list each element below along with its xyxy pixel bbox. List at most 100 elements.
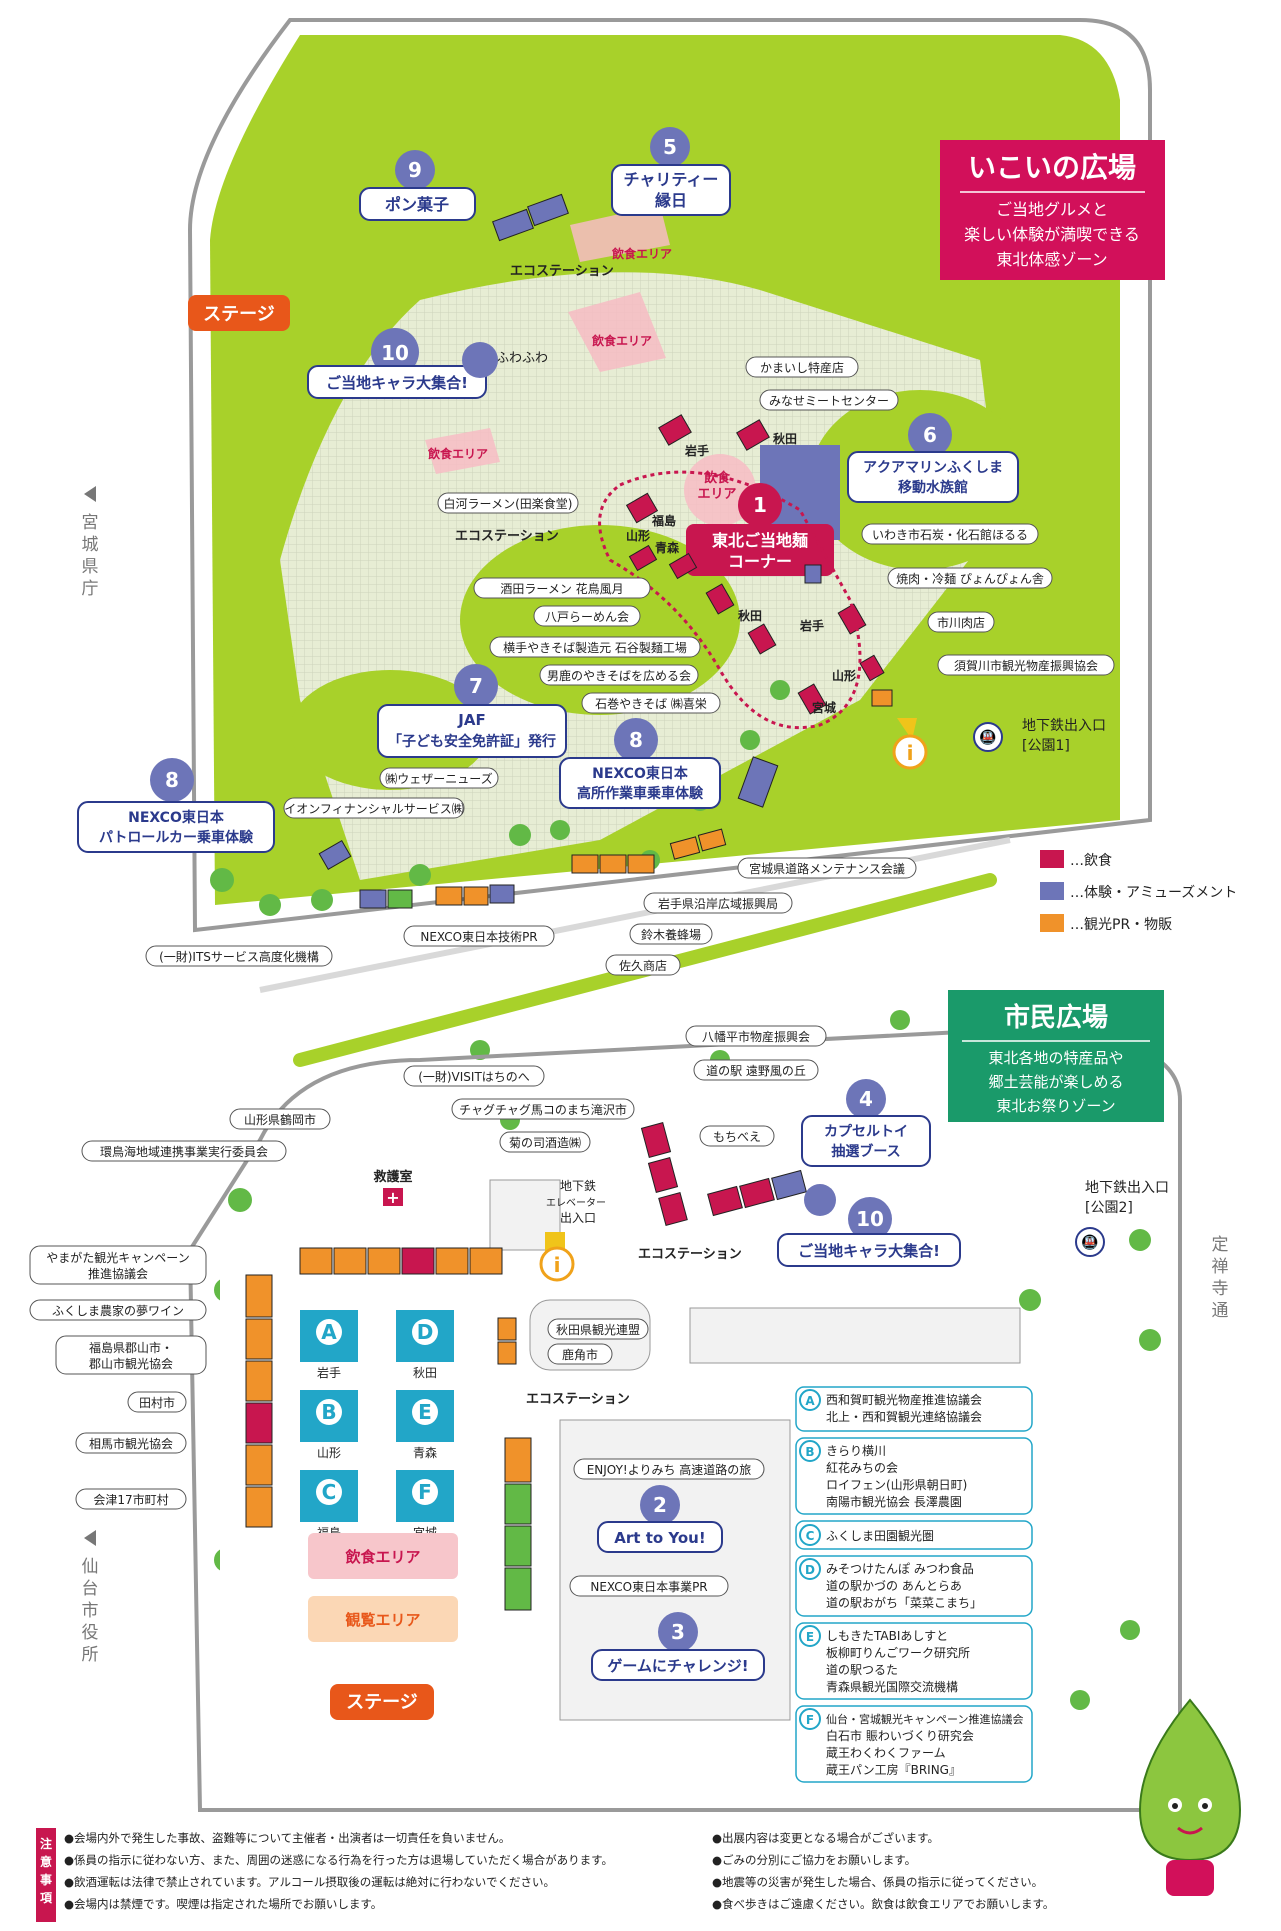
bottom-areas: 飲食エリア 観覧エリア ステージ bbox=[308, 1533, 458, 1720]
svg-text:(一財)VISITはちのへ: (一財)VISITはちのへ bbox=[418, 1069, 530, 1084]
top-pr-booths bbox=[435, 689, 893, 906]
bottom-booth-column-center bbox=[497, 1317, 532, 1611]
svg-text:八幡平市物産振興会: 八幡平市物産振興会 bbox=[702, 1029, 810, 1044]
event-1-label-2: コーナー bbox=[728, 552, 792, 571]
legend: …飲食 …体験・アミューズメント …観光PR・物販 bbox=[1040, 850, 1237, 933]
svg-text:道の駅かづの あんとらあ: 道の駅かづの あんとらあ bbox=[826, 1579, 962, 1593]
svg-text:岩手: 岩手 bbox=[799, 618, 824, 633]
svg-text:8: 8 bbox=[629, 728, 643, 752]
legend-pr: …観光PR・物販 bbox=[1070, 916, 1172, 933]
event-4-label-1: カプセルトイ bbox=[824, 1124, 908, 1140]
svg-text:[公園2]: [公園2] bbox=[1085, 1200, 1133, 1216]
svg-text:E: E bbox=[806, 1630, 814, 1644]
svg-text:東北各地の特産品や: 東北各地の特産品や bbox=[988, 1049, 1123, 1067]
svg-text:🚇: 🚇 bbox=[979, 729, 996, 746]
svg-text:みそつけたんぽ みつわ食品: みそつけたんぽ みつわ食品 bbox=[826, 1561, 974, 1576]
bottom-booth-column-west bbox=[245, 1274, 273, 1528]
event-10-bottom-label: ご当地キャラ大集合! bbox=[798, 1242, 940, 1260]
bottom-food-area: 飲食エリア bbox=[344, 1548, 420, 1566]
noodle-corner-outline bbox=[598, 470, 862, 730]
svg-text:チャグチャグ馬コのまち滝沢市: チャグチャグ馬コのまち滝沢市 bbox=[459, 1102, 627, 1117]
svg-text:宮城県道路メンテナンス会議: 宮城県道路メンテナンス会議 bbox=[749, 861, 905, 876]
svg-text:台: 台 bbox=[82, 1579, 99, 1599]
event-10-top: 10 ご当地キャラ大集合! bbox=[307, 328, 487, 399]
svg-text:4: 4 bbox=[859, 1087, 873, 1111]
svg-text:仙: 仙 bbox=[82, 1557, 99, 1577]
svg-text:田村市: 田村市 bbox=[139, 1395, 175, 1410]
svg-text:E: E bbox=[418, 1400, 432, 1424]
eco-stations-bottom: エコステーション エコステーション bbox=[526, 1247, 742, 1407]
svg-text:岩手: 岩手 bbox=[317, 1365, 341, 1380]
ikoi-zone-desc-3: 東北体感ゾーン bbox=[996, 250, 1107, 269]
svg-text:🚇: 🚇 bbox=[1081, 1234, 1098, 1251]
svg-text:もちべえ: もちべえ bbox=[713, 1130, 761, 1144]
svg-text:禅: 禅 bbox=[1212, 1257, 1229, 1277]
note-right-1: ●出展内容は変更となる場合がございます。 bbox=[712, 1831, 939, 1845]
svg-text:ふくしま田園観光圏: ふくしま田園観光圏 bbox=[826, 1529, 934, 1543]
svg-text:D: D bbox=[417, 1320, 434, 1344]
svg-text:しもきたTABIあしすと: しもきたTABIあしすと bbox=[826, 1629, 948, 1643]
bottom-booth-labels: (一財)VISITはちのへ 山形県鶴岡市 チャグチャグ馬コのまち滝沢市 環鳥海地… bbox=[29, 1025, 827, 1597]
tent-list: A 西和賀町観光物産推進協議会 北上・西和賀観光連絡協議会 B きらり横川 紅花… bbox=[795, 1386, 1033, 1783]
svg-text:i: i bbox=[554, 1253, 561, 1277]
svg-text:秋田: 秋田 bbox=[738, 608, 762, 623]
svg-text:3: 3 bbox=[671, 1620, 685, 1644]
svg-text:6: 6 bbox=[923, 423, 937, 447]
svg-text:秋田: 秋田 bbox=[773, 431, 797, 446]
food-area-shapes bbox=[425, 205, 756, 526]
svg-text:鈴木養蜂場: 鈴木養蜂場 bbox=[641, 927, 701, 942]
svg-text:通: 通 bbox=[1212, 1301, 1229, 1321]
svg-text:意: 意 bbox=[40, 1854, 52, 1869]
svg-text:蔵王パン工房『BRING』: 蔵王パン工房『BRING』 bbox=[826, 1762, 961, 1777]
svg-text:C: C bbox=[806, 1529, 815, 1543]
side-label-miyagi: 宮 城 県 庁 bbox=[82, 486, 99, 599]
svg-text:佐久商店: 佐久商店 bbox=[619, 958, 667, 973]
svg-text:飲食エリア: 飲食エリア bbox=[427, 446, 488, 461]
event-8-east: 8 NEXCO東日本 高所作業車乗車体験 bbox=[559, 718, 721, 809]
event-7: 7 JAF 「子ども安全免許証」発行 bbox=[377, 664, 567, 758]
svg-text:事: 事 bbox=[40, 1872, 52, 1887]
svg-text:(一財)ITSサービス高度化機構: (一財)ITSサービス高度化機構 bbox=[159, 949, 319, 964]
side-label-sendai: 仙 台 市 役 所 bbox=[82, 1530, 99, 1665]
svg-text:8: 8 bbox=[165, 768, 179, 792]
svg-text:岩手: 岩手 bbox=[684, 443, 709, 458]
svg-text:かまいし特産店: かまいし特産店 bbox=[760, 360, 844, 375]
subway-elevator: 地下鉄 エレベーター 出入口 i bbox=[539, 1178, 606, 1282]
svg-text:出入口: 出入口 bbox=[560, 1211, 596, 1225]
svg-text:A: A bbox=[805, 1394, 815, 1408]
event-8-west-label-1: NEXCO東日本 bbox=[128, 809, 225, 826]
top-stage-label: ステージ bbox=[203, 304, 275, 325]
event-5-label-2: 縁日 bbox=[655, 191, 687, 210]
svg-text:横手やきそば製造元 石谷製麺工場: 横手やきそば製造元 石谷製麺工場 bbox=[503, 641, 687, 655]
subway-top-label: 地下鉄出入口 bbox=[1022, 718, 1106, 734]
event-8-east-label-2: 高所作業車乗車体験 bbox=[577, 785, 704, 802]
svg-text:10: 10 bbox=[856, 1207, 884, 1231]
svg-text:山形: 山形 bbox=[832, 668, 856, 683]
svg-text:きらり横川: きらり横川 bbox=[826, 1444, 886, 1458]
note-left-1: ●会場内外で発生した事故、盗難等について主催者・出演者は一切責任を負いません。 bbox=[64, 1831, 510, 1845]
svg-text:みなせミートセンター: みなせミートセンター bbox=[769, 394, 889, 408]
ikoi-zone-panel: いこいの広場 ご当地グルメと 楽しい体験が満喫できる 東北体感ゾーン bbox=[940, 140, 1165, 280]
event-6-label-1: アクアマリンふくしま bbox=[863, 460, 1003, 476]
svg-text:エコステーション: エコステーション bbox=[510, 264, 614, 279]
svg-text:エコステーション: エコステーション bbox=[455, 529, 559, 544]
svg-text:酒田ラーメン 花鳥風月: 酒田ラーメン 花鳥風月 bbox=[500, 581, 623, 596]
svg-text:ふくしま農家の夢ワイン: ふくしま農家の夢ワイン bbox=[52, 1303, 184, 1318]
svg-text:紅花みちの会: 紅花みちの会 bbox=[826, 1460, 898, 1475]
event-6-label-2: 移動水族館 bbox=[898, 479, 968, 496]
svg-text:会津17市町村: 会津17市町村 bbox=[93, 1492, 168, 1507]
shimin-zone-title: 市民広場 bbox=[1004, 1002, 1108, 1033]
svg-text:環鳥海地域連携事業実行委員会: 環鳥海地域連携事業実行委員会 bbox=[100, 1144, 268, 1159]
note-right-2: ●ごみの分別にご協力をお願いします。 bbox=[712, 1853, 916, 1867]
svg-text:役: 役 bbox=[82, 1623, 99, 1643]
svg-text:エレベーター: エレベーター bbox=[546, 1197, 606, 1209]
svg-text:板柳町りんごワーク研究所: 板柳町りんごワーク研究所 bbox=[826, 1645, 970, 1660]
event-8-west: 8 NEXCO東日本 パトロールカー乗車体験 bbox=[77, 758, 275, 853]
event-8-west-label-2: パトロールカー乗車体験 bbox=[99, 829, 254, 846]
svg-text:エコステーション: エコステーション bbox=[638, 1247, 742, 1262]
event-7-label-2: 「子ども安全免許証」発行 bbox=[388, 733, 556, 750]
svg-text:西和賀町観光物産推進協議会: 西和賀町観光物産推進協議会 bbox=[826, 1392, 982, 1407]
svg-text:2: 2 bbox=[653, 1493, 667, 1517]
subway-top-sub: [公園1] bbox=[1022, 738, 1070, 754]
note-left-4: ●会場内は禁煙です。喫煙は指定された場所でお願いします。 bbox=[64, 1897, 382, 1911]
